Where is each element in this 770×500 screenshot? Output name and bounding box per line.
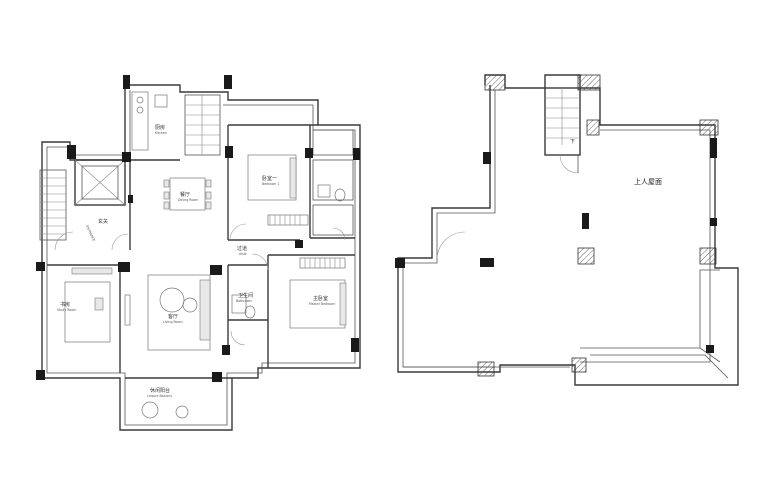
room-label-dining-en: Dining Room (178, 198, 198, 202)
room-label-kitchen-en: Kitchen (155, 131, 167, 135)
room-label-master-en: Master Bedroom (309, 302, 335, 306)
balcony-furniture (141, 401, 189, 419)
master-bed (289, 257, 347, 329)
room-label-bedroom1: 卧室一 (262, 175, 277, 182)
door-swings (54, 223, 346, 346)
kitchen-furniture (131, 91, 168, 151)
roof-terrace-label: 上人屋面 (634, 177, 662, 186)
room-label-kitchen: 厨房 (155, 124, 165, 131)
room-label-master: 主卧室 (313, 295, 328, 302)
room-label-aisle-en: Aisle (239, 252, 247, 256)
left-floor-plan: 厨房 Kitchen 餐厅 Dining Room 玄关 ENTRANCE 卧室… (36, 75, 361, 431)
stair-down-label: 下 (570, 139, 575, 145)
room-label-bedroom1-en: Bedroom 1 (262, 182, 279, 186)
room-label-entrance: 玄关 (98, 218, 108, 225)
living-furniture (124, 274, 211, 351)
room-label-bathroom: 卫生间 (238, 292, 253, 299)
room-label-living-en: Living Room (163, 320, 183, 324)
dining-table (163, 177, 212, 211)
right-floor-plan: 上人屋面 下 (395, 74, 739, 386)
room-label-entrance-en: ENTRANCE (85, 225, 96, 242)
roof-stair (544, 87, 581, 174)
bedroom1-bed (247, 154, 309, 226)
structural-columns-right (395, 138, 717, 353)
structural-columns-left (36, 75, 360, 382)
interior-stair (184, 94, 221, 156)
study-furniture (64, 267, 113, 343)
room-label-aisle: 过道 (237, 245, 247, 252)
room-label-study: 书房 (60, 301, 70, 308)
room-label-balcony-en: Leisure Balcony (147, 394, 172, 398)
bathroom-fixtures (231, 184, 346, 319)
room-label-bathroom-en: Bathroom (236, 299, 252, 303)
elevator-shaft (74, 159, 126, 206)
room-label-study-en: Study Room (57, 308, 76, 312)
hatched-columns-right (477, 74, 719, 377)
room-label-balcony: 休闲阳台 (150, 387, 170, 394)
room-label-living: 客厅 (168, 313, 178, 320)
exterior-stair-left (39, 169, 67, 241)
room-label-dining: 餐厅 (180, 191, 190, 198)
